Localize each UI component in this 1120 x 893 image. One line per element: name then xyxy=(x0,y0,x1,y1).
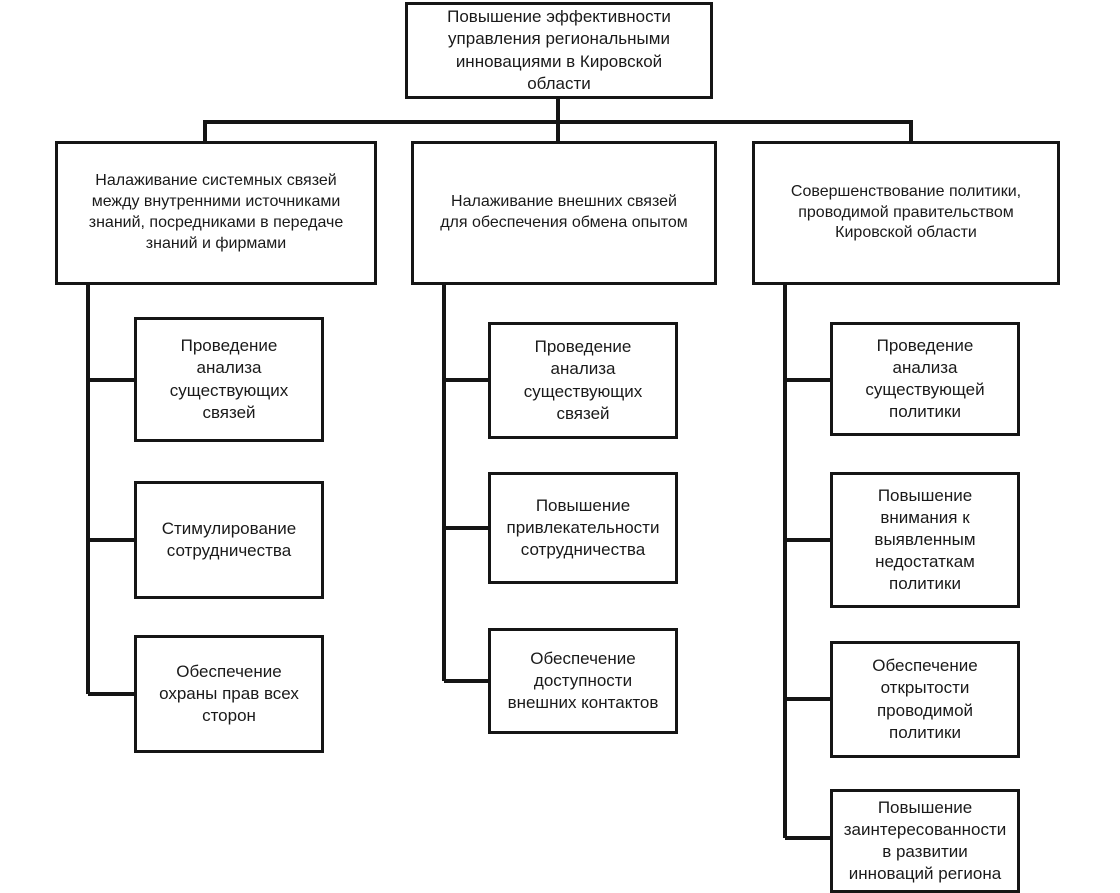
node-branch-3-child-2[interactable]: Повышение внимания к выявленным недостат… xyxy=(830,472,1020,608)
node-branch-2-child-1-label: Проведение анализа существующих связей xyxy=(523,337,643,423)
node-branch-3[interactable]: Совершенствование политики, проводимой п… xyxy=(752,141,1060,285)
node-branch-2-label: Налаживание внешних связей для обеспечен… xyxy=(440,193,688,231)
node-branch-2[interactable]: Налаживание внешних связей для обеспечен… xyxy=(411,141,717,285)
node-branch-1-child-1-label: Проведение анализа существующих связей xyxy=(169,336,289,422)
node-branch-1-child-2-label: Стимулирование сотрудничества xyxy=(161,518,297,560)
node-branch-3-child-3[interactable]: Обеспечение открытости проводимой полити… xyxy=(830,641,1020,758)
node-branch-1-child-1[interactable]: Проведение анализа существующих связей xyxy=(134,317,324,442)
node-branch-1-child-3-label: Обеспечение охраны прав всех сторон xyxy=(159,661,299,726)
node-branch-1[interactable]: Налаживание системных связей между внутр… xyxy=(55,141,377,285)
node-branch-2-child-3-label: Обеспечение доступности внешних контакто… xyxy=(507,648,659,713)
node-branch-3-child-2-label: Повышение внимания к выявленным недостат… xyxy=(874,485,976,594)
node-branch-3-child-3-label: Обеспечение открытости проводимой полити… xyxy=(872,656,978,742)
node-root[interactable]: Повышение эффективности управления регио… xyxy=(405,2,713,99)
node-branch-2-child-3[interactable]: Обеспечение доступности внешних контакто… xyxy=(488,628,678,734)
node-branch-2-child-2[interactable]: Повышение привлекательности сотрудничест… xyxy=(488,472,678,584)
node-branch-3-child-4[interactable]: Повышение заинтересованности в развитии … xyxy=(830,789,1020,893)
node-branch-1-label: Налаживание системных связей между внутр… xyxy=(88,172,344,252)
node-branch-3-child-4-label: Повышение заинтересованности в развитии … xyxy=(843,797,1007,884)
node-branch-1-child-3[interactable]: Обеспечение охраны прав всех сторон xyxy=(134,635,324,753)
node-root-label: Повышение эффективности управления регио… xyxy=(447,7,671,93)
node-branch-3-child-1[interactable]: Проведение анализа существующей политики xyxy=(830,322,1020,436)
node-branch-2-child-2-label: Повышение привлекательности сотрудничест… xyxy=(506,495,660,560)
node-branch-2-child-1[interactable]: Проведение анализа существующих связей xyxy=(488,322,678,439)
node-branch-3-child-1-label: Проведение анализа существующей политики xyxy=(865,335,985,422)
node-branch-1-child-2[interactable]: Стимулирование сотрудничества xyxy=(134,481,324,599)
node-branch-3-label: Совершенствование политики, проводимой п… xyxy=(790,182,1022,242)
